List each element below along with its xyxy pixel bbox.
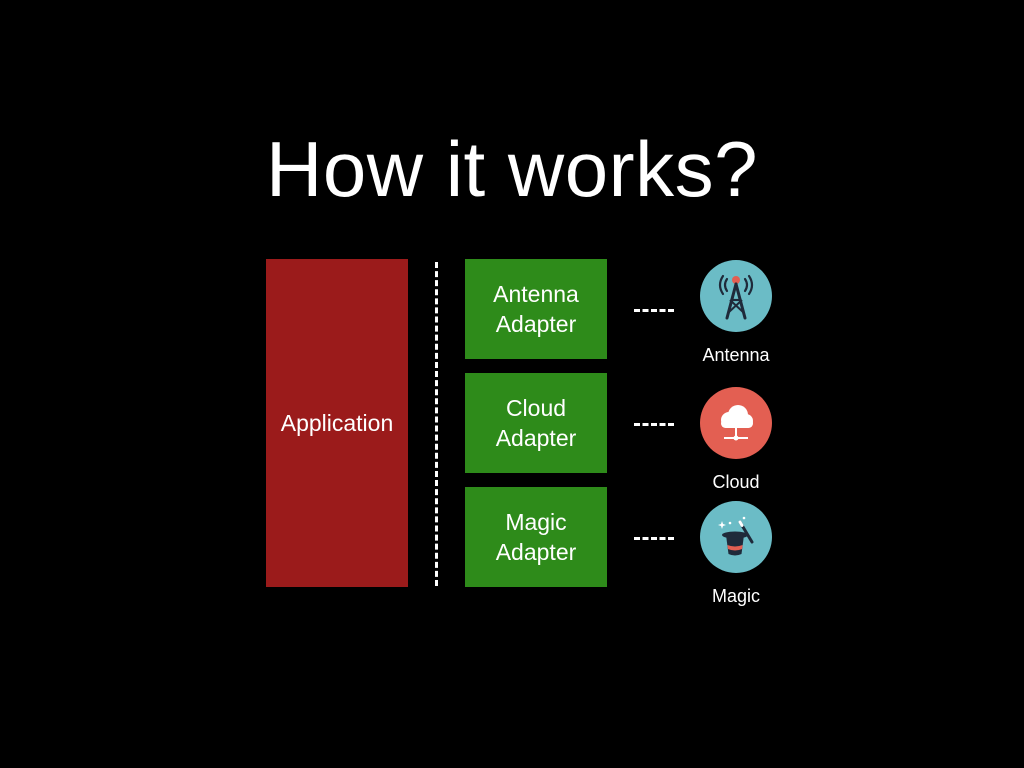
cloud-label: Cloud — [712, 472, 760, 492]
application-block: Application — [266, 259, 408, 587]
antenna-adapter-block: Antenna Adapter — [465, 259, 607, 359]
magic-hat-icon — [700, 501, 772, 573]
application-label: Application — [280, 409, 394, 436]
antenna-tower-icon — [700, 260, 772, 332]
cloud-icon — [700, 387, 772, 459]
antenna-connector — [634, 309, 674, 312]
cloud-adapter-block: Cloud Adapter — [465, 373, 607, 473]
magic-adapter-block: Magic Adapter — [465, 487, 607, 587]
antenna-label: Antenna — [702, 345, 770, 365]
page-title: How it works? — [266, 125, 758, 213]
magic-connector — [634, 537, 674, 540]
magic-label: Magic — [711, 586, 760, 606]
cloud-connector — [634, 423, 674, 426]
layer-divider — [435, 262, 438, 586]
